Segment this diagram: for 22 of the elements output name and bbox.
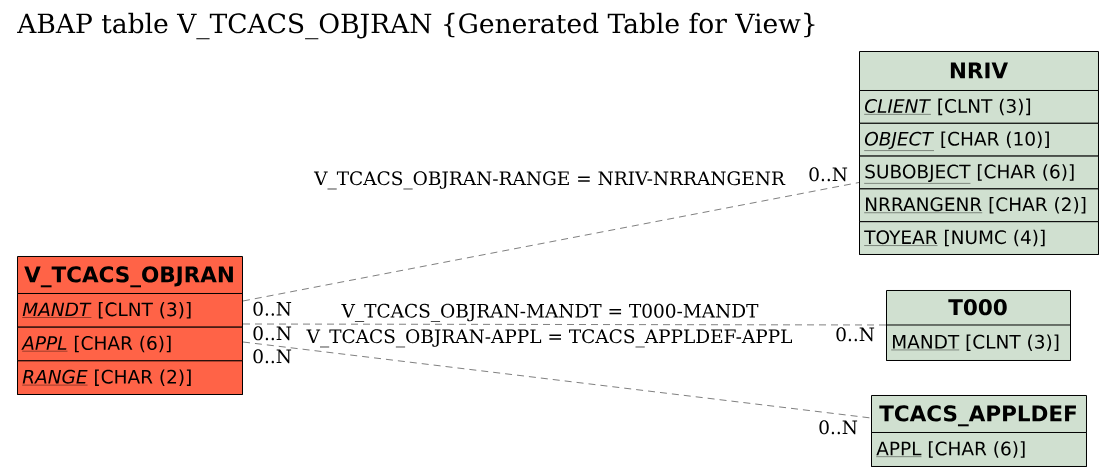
field-row: APPL [CHAR (6)]: [17, 326, 243, 362]
multiplicity-label: 0..N: [819, 420, 858, 435]
field-row: MANDT [CLNT (3)]: [17, 293, 243, 328]
multiplicity-label: 0..N: [253, 349, 292, 364]
field-row: RANGE [CHAR (2)]: [17, 360, 243, 395]
field-row: NRRANGENR [CHAR (2)]: [859, 188, 1099, 223]
multiplicity-label: 0..N: [836, 327, 875, 342]
connector-line: [242, 323, 887, 326]
diagram-title: ABAP table V_TCACS_OBJRAN {Generated Table for View}: [17, 12, 815, 40]
multiplicity-label: 0..N: [253, 326, 292, 341]
field-row: OBJECT [CHAR (10)]: [859, 122, 1099, 157]
multiplicity-label: 0..N: [253, 301, 292, 316]
edge-label: V_TCACS_OBJRAN-APPL = TCACS_APPLDEF-APPL: [306, 329, 792, 348]
field-row: TOYEAR [NUMC (4)]: [859, 221, 1099, 255]
multiplicity-label: 0..N: [809, 167, 848, 182]
edge-label: V_TCACS_OBJRAN-RANGE = NRIV-NRRANGENR: [313, 171, 786, 190]
field-row: APPL [CHAR (6)]: [871, 432, 1087, 467]
field-row: CLIENT [CLNT (3)]: [859, 90, 1099, 124]
edge-label: V_TCACS_OBJRAN-MANDT = T000-MANDT: [341, 303, 759, 322]
field-row: MANDT [CLNT (3)]: [886, 324, 1071, 361]
connector-line: [242, 182, 860, 302]
field-row: SUBOBJECT [CHAR (6)]: [859, 155, 1099, 190]
